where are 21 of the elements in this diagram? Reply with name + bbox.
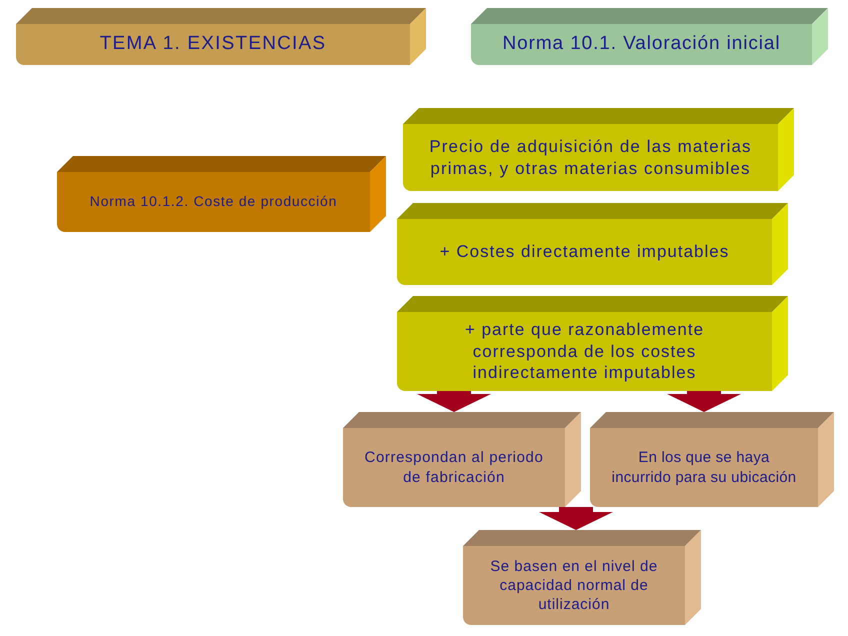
node-text: Norma 10.1. Valoración inicial [502,32,780,56]
process-box [403,108,794,191]
node-text: Correspondan al periodo de fabricación [364,448,544,487]
node-text: + parte que razonablemente corresponda de los costes indirectamente imputables [464,318,706,384]
process-box [343,412,581,507]
process-box [16,8,426,65]
node-text: Norma 10.1.2. Coste de producción [90,193,338,211]
process-box [471,8,828,65]
block-arrow [417,391,491,412]
block-arrow [539,507,613,530]
process-box [397,203,788,285]
node-text: Se basen en el nivel de capacidad normal de utilización [489,556,659,614]
process-box [397,296,788,391]
node-text: Precio de adquisición de las materias primas, y otras materias consumibles [428,136,753,180]
process-box [463,530,701,625]
process-box [57,156,386,232]
process-box [590,412,834,507]
node-text: + Costes directamente imputables [440,241,730,263]
block-arrow [667,391,741,412]
node-text: En los que se haya incurrido para su ubicación [610,448,798,487]
node-text: TEMA 1. EXISTENCIAS [100,32,326,56]
